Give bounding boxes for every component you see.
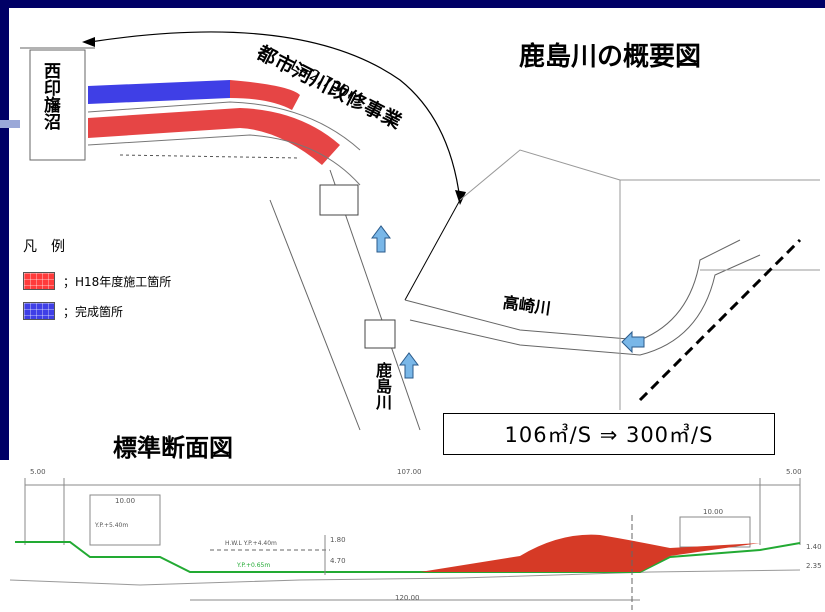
dim-right-upper: 1.40: [806, 543, 822, 551]
dim-total-width: 107.00: [397, 468, 422, 476]
dim-left-berm: 10.00: [115, 497, 136, 505]
flow-arrow-takasaki: [621, 330, 645, 354]
legend: 凡 例 ；H18年度施工箇所 ；完成箇所: [23, 236, 171, 320]
h18-section-lower: [88, 108, 340, 165]
legend-item-completed: ；完成箇所: [23, 302, 171, 320]
nishi-inbanuma-frame: [29, 49, 86, 161]
level-bank: Y.P.+5.40m: [95, 522, 129, 529]
flow-capacity-box: 106㎥/S ⇒ 300㎥/S: [443, 413, 775, 455]
place-kashima-river: 鹿島川: [373, 362, 392, 410]
slide-title: 鹿島川の概要図: [519, 42, 702, 72]
legend-item-h18: ；H18年度施工箇所: [23, 272, 171, 290]
dim-right-berm: 10.00: [703, 508, 724, 516]
legend-heading: 凡 例: [23, 239, 65, 255]
legend-swatch-red: [23, 272, 55, 290]
legend-swatch-blue: [23, 302, 55, 320]
flow-arrow-upper: [371, 225, 391, 253]
place-nishi-inbanuma: 西印旛沼: [40, 62, 60, 130]
dim-left-bank: 5.00: [30, 468, 46, 476]
river-plan-drawing: [20, 31, 820, 431]
completed-section-blue: [88, 80, 230, 104]
dim-depth-upper: 1.80: [330, 536, 346, 544]
legend-label-completed: ；完成箇所: [63, 304, 124, 319]
dim-right-lower: 2.35: [806, 562, 822, 570]
dim-bottom-width: 120.00: [395, 594, 420, 602]
cross-section-title: 標準断面図: [113, 434, 233, 462]
left-light-stripe: [0, 120, 20, 128]
cross-section-drawing: [9, 478, 801, 610]
top-navy-bar: [0, 0, 825, 8]
level-bed: Y.P.+0.65m: [237, 562, 271, 569]
legend-label-h18: ；H18年度施工箇所: [63, 274, 172, 289]
flow-arrow-lower: [399, 352, 419, 379]
level-hwl: H.W.L Y.P.+4.40m: [225, 540, 277, 547]
h18-section-upper: [230, 80, 300, 110]
dim-right-bank: 5.00: [786, 468, 802, 476]
dim-depth-lower: 4.70: [330, 557, 346, 565]
left-navy-bar: [0, 0, 9, 460]
